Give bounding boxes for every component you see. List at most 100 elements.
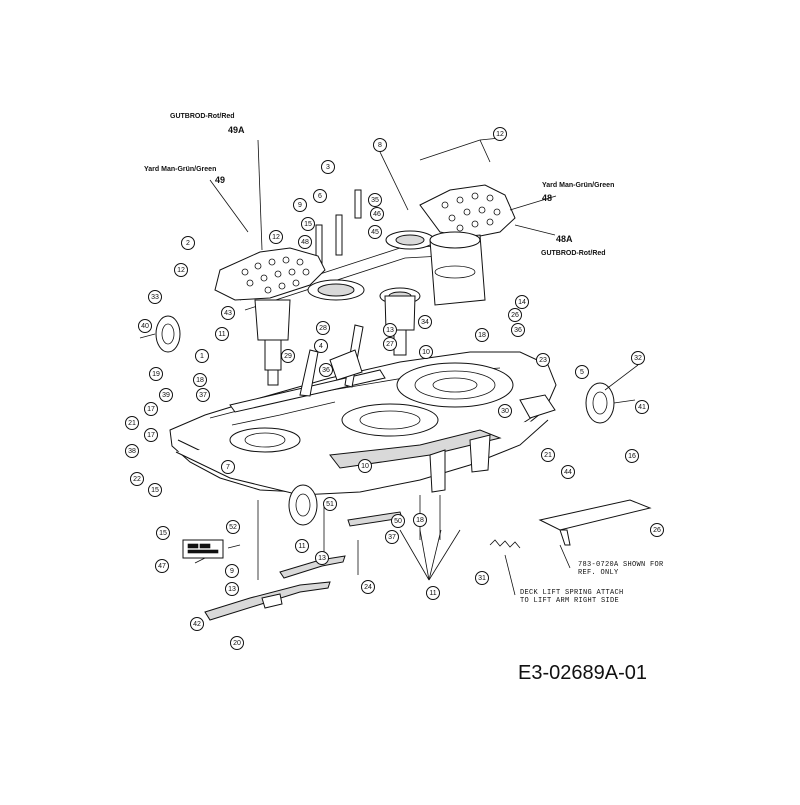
callout-9: 9 — [293, 198, 307, 212]
callout-47: 47 — [155, 559, 169, 573]
svg-text:32: 32 — [634, 355, 642, 362]
callout-42: 42 — [190, 617, 204, 631]
svg-text:1: 1 — [200, 353, 204, 360]
callout-5: 5 — [575, 365, 589, 379]
callout-2: 2 — [181, 236, 195, 250]
svg-text:12: 12 — [177, 267, 185, 274]
callout-19: 19 — [149, 367, 163, 381]
callout-40: 40 — [138, 319, 152, 333]
callout-17: 17 — [144, 428, 158, 442]
callout-9: 9 — [225, 564, 239, 578]
callout-28: 28 — [316, 321, 330, 335]
svg-text:15: 15 — [304, 221, 312, 228]
callout-52: 52 — [226, 520, 240, 534]
callout-46: 46 — [370, 207, 384, 221]
callout-13: 13 — [383, 323, 397, 337]
callout-34: 34 — [418, 315, 432, 329]
callout-37: 37 — [385, 530, 399, 544]
callout-39: 39 — [159, 388, 173, 402]
svg-text:45: 45 — [371, 229, 379, 236]
svg-text:31: 31 — [478, 575, 486, 582]
svg-text:30: 30 — [501, 408, 509, 415]
diagram-part-number: E3-02689A-01 — [518, 662, 647, 684]
callout-44: 44 — [561, 465, 575, 479]
svg-text:38: 38 — [128, 448, 136, 455]
svg-text:6: 6 — [318, 193, 322, 200]
callout-23: 23 — [536, 353, 550, 367]
svg-text:41: 41 — [638, 404, 646, 411]
callout-12: 12 — [493, 127, 507, 141]
svg-text:10: 10 — [361, 463, 369, 470]
leader-lines — [194, 137, 571, 596]
callout-15: 15 — [148, 483, 162, 497]
callout-11: 11 — [215, 327, 229, 341]
callout-15: 15 — [156, 526, 170, 540]
callout-10: 10 — [358, 459, 372, 473]
svg-text:17: 17 — [147, 406, 155, 413]
shown-for-ref-note-line2: REF. ONLY — [578, 569, 619, 577]
callout-21: 21 — [125, 416, 139, 430]
callout-38: 38 — [125, 444, 139, 458]
gutbrod-right-code: 48A — [556, 234, 573, 244]
callout-8: 8 — [373, 138, 387, 152]
callout-27: 27 — [383, 337, 397, 351]
svg-text:37: 37 — [199, 392, 207, 399]
svg-text:11: 11 — [429, 590, 436, 597]
callout-45: 45 — [368, 225, 382, 239]
callout-30: 30 — [498, 404, 512, 418]
spring-note-line2: TO LIFT ARM RIGHT SIDE — [520, 597, 620, 605]
svg-text:15: 15 — [151, 487, 159, 494]
svg-text:18: 18 — [196, 377, 204, 384]
svg-text:26: 26 — [653, 527, 661, 534]
svg-text:47: 47 — [158, 563, 166, 570]
callout-12: 12 — [174, 263, 188, 277]
callout-32: 32 — [631, 351, 645, 365]
svg-text:2: 2 — [186, 240, 190, 247]
callout-24: 24 — [361, 580, 375, 594]
svg-text:26: 26 — [511, 312, 519, 319]
svg-text:17: 17 — [147, 432, 155, 439]
callout-18: 18 — [193, 373, 207, 387]
callout-12: 12 — [269, 230, 283, 244]
callout-22: 22 — [130, 472, 144, 486]
svg-text:44: 44 — [564, 469, 572, 476]
svg-text:13: 13 — [318, 555, 326, 562]
callout-20: 20 — [230, 636, 244, 650]
callout-13: 13 — [315, 551, 329, 565]
left-belt-cover — [214, 247, 326, 301]
svg-text:28: 28 — [319, 325, 327, 332]
yardman-left-code: 49 — [215, 175, 226, 185]
svg-text:46: 46 — [373, 211, 381, 218]
callout-29: 29 — [281, 349, 295, 363]
svg-text:42: 42 — [193, 621, 201, 628]
callout-26: 26 — [508, 308, 522, 322]
svg-text:21: 21 — [544, 452, 552, 459]
svg-text:40: 40 — [141, 323, 149, 330]
callout-26: 26 — [650, 523, 664, 537]
callout-35: 35 — [368, 193, 382, 207]
svg-text:37: 37 — [388, 534, 396, 541]
gauge-wheels — [139, 315, 639, 526]
svg-text:36: 36 — [322, 367, 330, 374]
callout-11: 11 — [426, 586, 440, 600]
gutbrod-right-label: GUTBROD-Rot/Red — [541, 250, 606, 257]
svg-text:43: 43 — [224, 310, 232, 317]
svg-text:11: 11 — [298, 543, 305, 550]
callout-1: 1 — [195, 349, 209, 363]
svg-text:12: 12 — [272, 234, 280, 241]
svg-text:39: 39 — [162, 392, 170, 399]
callout-11: 11 — [295, 539, 309, 553]
callout-18: 18 — [413, 513, 427, 527]
svg-text:23: 23 — [539, 357, 547, 364]
gutbrod-left-label: GUTBROD-Rot/Red — [170, 113, 235, 120]
callout-4: 4 — [314, 339, 328, 353]
blades-and-hardware — [182, 495, 652, 621]
svg-text:19: 19 — [152, 371, 160, 378]
svg-text:27: 27 — [386, 341, 394, 348]
callout-6: 6 — [313, 189, 327, 203]
svg-text:35: 35 — [371, 197, 379, 204]
svg-text:18: 18 — [416, 517, 424, 524]
svg-text:21: 21 — [128, 420, 136, 427]
callout-43: 43 — [221, 306, 235, 320]
spring-note-line1: DECK LIFT SPRING ATTACH — [520, 589, 624, 597]
